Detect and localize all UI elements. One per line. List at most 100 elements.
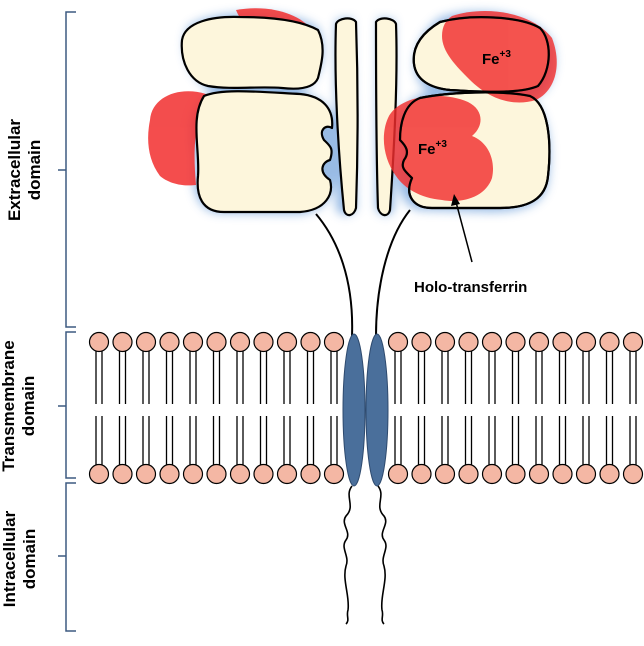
- lipid-head-outer: [229, 331, 251, 353]
- lipid-head-inner: [622, 463, 644, 485]
- receptor-stems: [315, 209, 411, 337]
- fe-top-base: Fe: [482, 51, 500, 68]
- lipid-bilayer: [88, 331, 644, 485]
- label-transmembrane-line2: domain: [19, 375, 38, 437]
- stalk-left: [334, 17, 359, 217]
- lipid-head-inner: [135, 463, 157, 485]
- lipid-head-inner: [159, 463, 180, 485]
- lipid-head-inner: [300, 463, 321, 485]
- lipid-pair: [505, 331, 526, 485]
- bracket-transmembrane: [58, 331, 76, 479]
- right-lobe-outlines: [398, 16, 551, 210]
- lipid-pair: [323, 331, 345, 485]
- tail-left: [343, 485, 353, 625]
- lipid-head-outer: [481, 331, 503, 353]
- label-transmembrane: Transmembrane domain: [0, 328, 39, 484]
- lipid-pair: [159, 331, 180, 485]
- transmembrane-helices: [342, 333, 389, 487]
- domain-brackets: [58, 11, 76, 632]
- lipid-head-outer: [505, 331, 526, 353]
- lipid-head-inner: [387, 463, 409, 485]
- fe-label-mid: Fe+3: [418, 139, 447, 158]
- lipid-head-outer: [88, 331, 110, 353]
- lipid-pair: [575, 331, 597, 485]
- lipid-head-outer: [112, 331, 133, 353]
- lipid-head-inner: [88, 463, 110, 485]
- lipid-head-outer: [575, 331, 597, 353]
- lipid-pair: [528, 331, 550, 485]
- tail-right: [377, 485, 387, 625]
- lipid-head-outer: [135, 331, 157, 353]
- lipid-head-outer: [411, 331, 432, 353]
- lipid-head-inner: [575, 463, 597, 485]
- bracket-extracellular: [58, 11, 76, 328]
- lipid-head-outer: [253, 331, 274, 353]
- lipid-head-inner: [481, 463, 503, 485]
- lipid-head-outer: [300, 331, 321, 353]
- lipid-pair: [182, 331, 204, 485]
- holo-transferrin-label: Holo-transferrin: [414, 279, 527, 296]
- callout-arrow: [451, 194, 473, 263]
- lipid-pair: [387, 331, 409, 485]
- holo-transferrin: [383, 11, 557, 202]
- tm-helix-right: [365, 333, 389, 487]
- lipid-pair: [229, 331, 251, 485]
- fe-label-top: Fe+3: [482, 49, 511, 68]
- lipid-pair: [622, 331, 644, 485]
- lipid-head-outer: [159, 331, 180, 353]
- lipid-head-outer: [528, 331, 550, 353]
- lipid-head-outer: [323, 331, 345, 353]
- iron-blob-right-top: [442, 11, 557, 103]
- lipid-head-outer: [458, 331, 479, 353]
- lipid-head-inner: [253, 463, 274, 485]
- fe-mid-sup: +3: [436, 139, 448, 150]
- lipid-head-inner: [434, 463, 456, 485]
- lipid-pair: [88, 331, 110, 485]
- lipid-head-inner: [411, 463, 432, 485]
- label-intracellular-line2: domain: [20, 528, 39, 590]
- fe-top-sup: +3: [500, 49, 512, 60]
- lipid-head-inner: [206, 463, 227, 485]
- lipid-pair: [599, 331, 620, 485]
- lipid-pair: [300, 331, 321, 485]
- lipid-pair: [458, 331, 479, 485]
- lipid-head-outer: [552, 331, 573, 353]
- lobe-left-upper: [180, 15, 324, 90]
- lipid-pair: [481, 331, 503, 485]
- lipid-head-inner: [276, 463, 298, 485]
- lipid-head-inner: [599, 463, 620, 485]
- label-extracellular-line2: domain: [25, 139, 44, 201]
- lipid-head-inner: [458, 463, 479, 485]
- fe-mid-base: Fe: [418, 141, 436, 158]
- iron-blob-right-mid: [383, 95, 494, 202]
- lipid-head-inner: [182, 463, 204, 485]
- label-transmembrane-line1: Transmembrane: [0, 340, 18, 472]
- lipid-pair: [206, 331, 227, 485]
- lipid-pair: [434, 331, 456, 485]
- lipid-head-outer: [206, 331, 227, 353]
- lipid-head-inner: [229, 463, 251, 485]
- bracket-intracellular: [58, 482, 76, 632]
- lipid-head-inner: [112, 463, 133, 485]
- lobe-left-lower: [195, 90, 334, 214]
- lipid-pair: [276, 331, 298, 485]
- lipid-pair: [112, 331, 133, 485]
- lipid-pair: [552, 331, 573, 485]
- lipid-head-inner: [505, 463, 526, 485]
- lipid-head-inner: [528, 463, 550, 485]
- lipid-head-outer: [599, 331, 620, 353]
- lipid-head-outer: [387, 331, 409, 353]
- lipid-head-inner: [323, 463, 345, 485]
- lipid-head-inner: [552, 463, 573, 485]
- lipid-head-outer: [622, 331, 644, 353]
- lipid-head-outer: [182, 331, 204, 353]
- lipid-pair: [253, 331, 274, 485]
- label-extracellular-line1: Extracellular: [5, 118, 24, 222]
- label-extracellular: Extracellular domain: [5, 95, 45, 245]
- label-intracellular: Intracellular domain: [0, 489, 40, 629]
- tm-helix-left: [342, 333, 366, 487]
- lipid-pair: [411, 331, 432, 485]
- lipid-head-outer: [276, 331, 298, 353]
